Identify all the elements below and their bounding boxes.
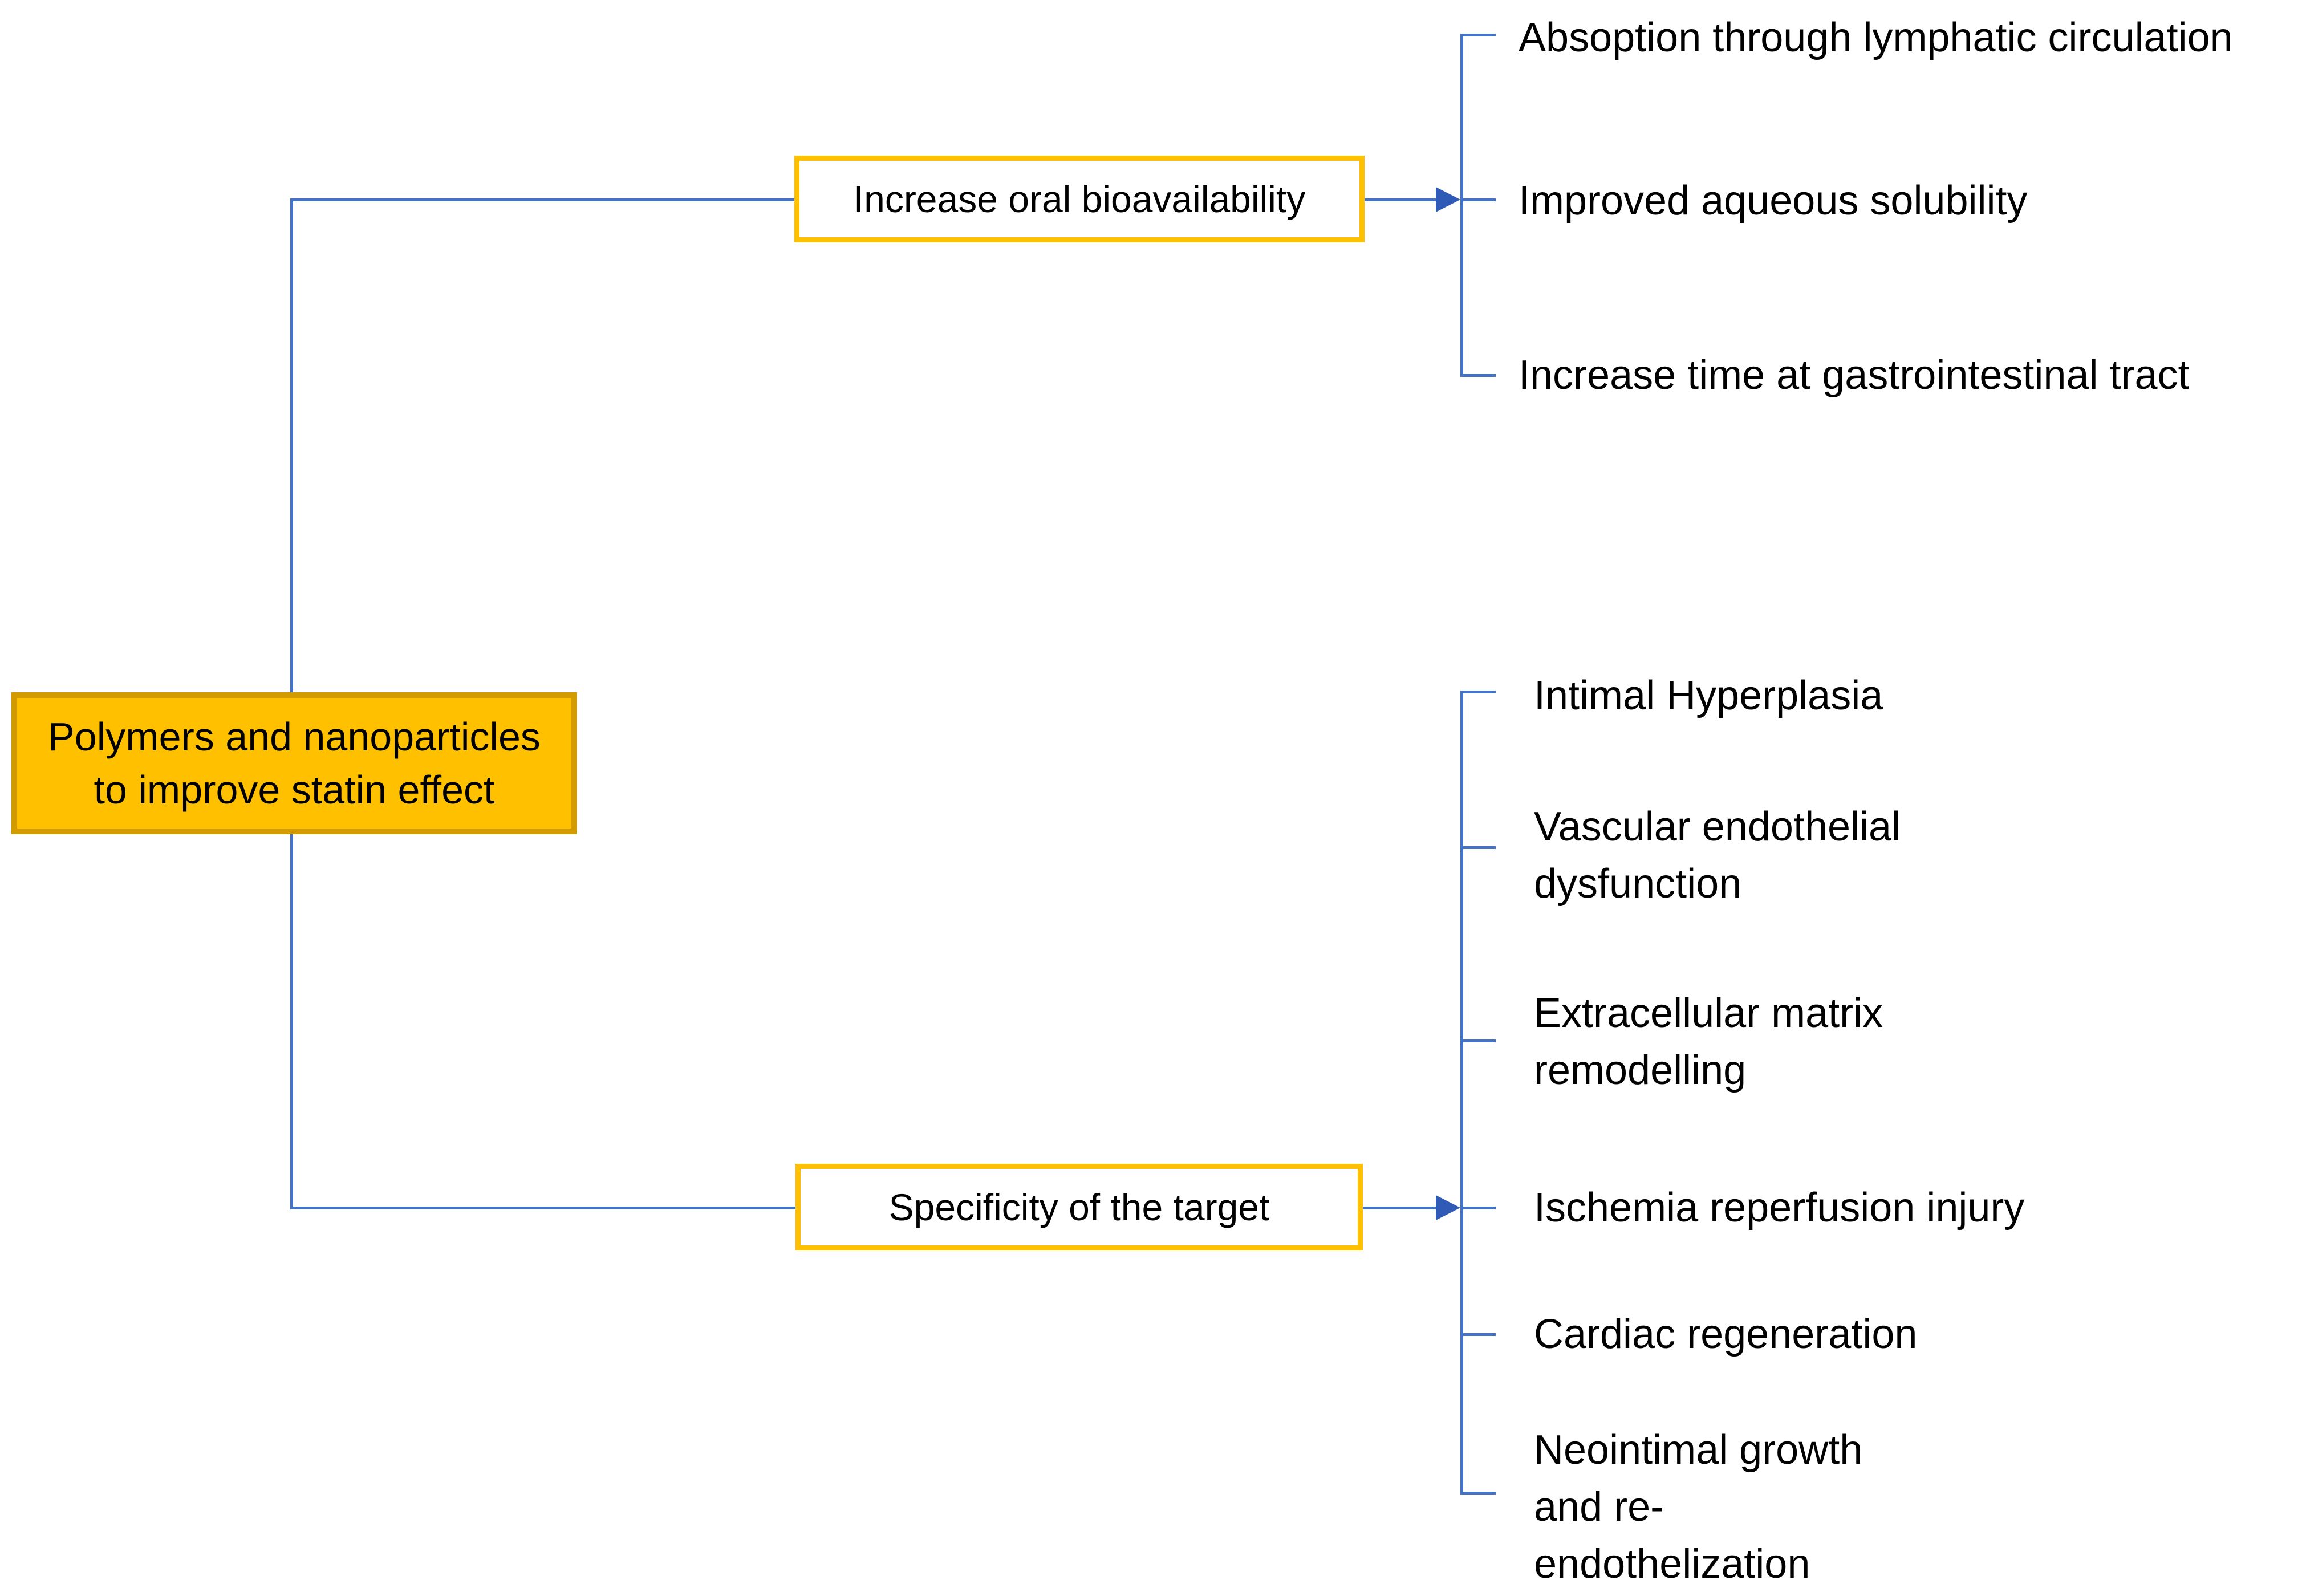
branch1-arrowhead-icon	[1436, 187, 1460, 212]
leaf-item-neointimal-growth: Neointimal growth and re-endothelization	[1534, 1427, 1863, 1587]
branch2-tick-4	[1460, 1207, 1496, 1209]
branch2-tick-6	[1460, 1492, 1496, 1495]
bottom-branch-connector-line	[290, 1207, 795, 1209]
branch-node-label: Specificity of the target	[888, 1185, 1270, 1228]
branch2-tick-1	[1460, 691, 1496, 693]
leaf-item-vascular-endothelial-dysfunction: Vascular endothelial dysfunction	[1534, 804, 1901, 907]
branch2-arrow-line	[1363, 1207, 1437, 1209]
root-node-label-line2: to improve statin effect	[94, 767, 495, 812]
leaf-item-intimal-hyperplasia: Intimal Hyperplasia	[1534, 673, 1883, 718]
leaf-item-ischemia-reperfusion-injury: Ischemia reperfusion injury	[1534, 1185, 2025, 1230]
leaf-item-cardiac-regeneration: Cardiac regeneration	[1534, 1311, 1918, 1357]
top-branch-connector-line	[290, 198, 794, 201]
leaf-item-gastrointestinal-tract: Increase time at gastrointestinal tract	[1519, 352, 2190, 398]
branch1-tick-3	[1460, 374, 1496, 377]
branch1-bracket-line	[1460, 35, 1463, 376]
leaf-item-aqueous-solubility: Improved aqueous solubility	[1519, 178, 2028, 224]
branch-node-target-specificity: Specificity of the target	[795, 1164, 1363, 1250]
branch-node-label: Increase oral bioavailability	[853, 177, 1306, 220]
root-node-label-line1: Polymers and nanoparticles	[48, 714, 541, 760]
branch2-tick-2	[1460, 846, 1496, 849]
branch2-bracket-line	[1460, 692, 1463, 1493]
branch1-arrow-line	[1365, 198, 1437, 201]
branch1-tick-1	[1460, 34, 1496, 36]
branch2-arrowhead-icon	[1436, 1195, 1460, 1220]
leaf-item-lymphatic-circulation: Absoption through lymphatic circulation	[1519, 15, 2233, 60]
branch2-tick-5	[1460, 1333, 1496, 1336]
leaf-item-extracellular-matrix-remodelling: Extracellular matrix remodelling	[1534, 990, 1883, 1093]
branch-node-oral-bioavailability: Increase oral bioavailability	[794, 156, 1365, 242]
branch1-tick-2	[1460, 198, 1496, 201]
root-node-polymers: Polymers and nanoparticles to improve st…	[11, 692, 577, 834]
branch2-tick-3	[1460, 1039, 1496, 1042]
